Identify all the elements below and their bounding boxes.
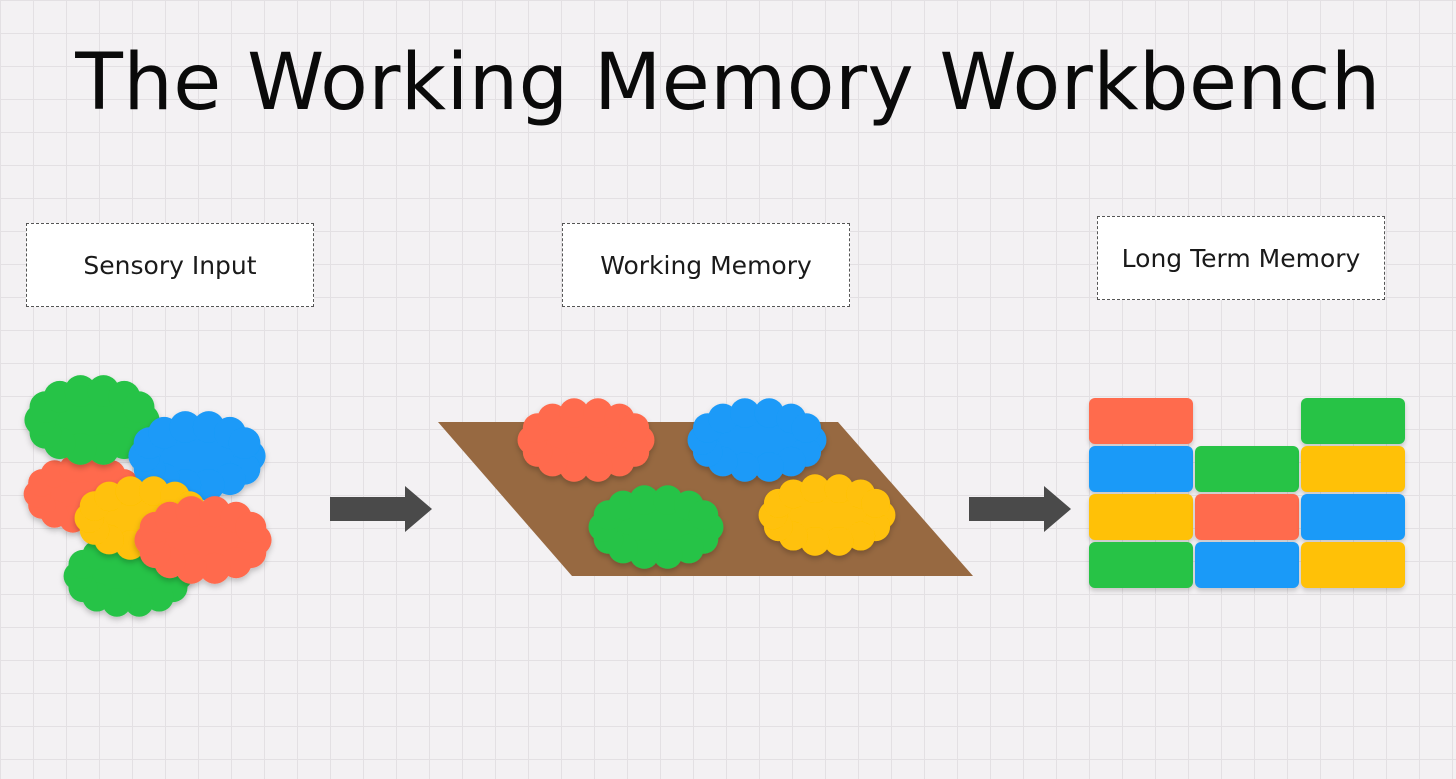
orange-cloud [517, 398, 655, 482]
yellow-cloud [758, 474, 896, 556]
working-memory-text: Working Memory [600, 250, 812, 280]
long-term-memory-text: Long Term Memory [1121, 243, 1361, 273]
blue-memory-block [1089, 446, 1193, 492]
blue-memory-block [1301, 494, 1405, 540]
orange-cloud [23, 455, 143, 533]
long-term-memory-label: Long Term Memory [1097, 216, 1385, 300]
orange-cloud [134, 496, 272, 584]
sensory-input-label: Sensory Input [26, 223, 314, 307]
yellow-memory-block [1089, 494, 1193, 540]
green-memory-block [1089, 542, 1193, 588]
arrow-right-icon [330, 486, 432, 532]
workbench-surface [438, 422, 973, 576]
blue-cloud [128, 411, 266, 501]
working-memory-label: Working Memory [562, 223, 850, 307]
yellow-cloud [74, 476, 210, 560]
workbench-clouds [517, 398, 896, 569]
yellow-memory-block [1301, 542, 1405, 588]
green-cloud [63, 535, 193, 617]
diagram-title: The Working Memory Workbench [75, 38, 1381, 128]
blue-cloud [687, 398, 827, 482]
orange-memory-block [1089, 398, 1193, 444]
orange-memory-block [1195, 494, 1299, 540]
sensory-cloud-heap [23, 375, 272, 617]
green-memory-block [1301, 398, 1405, 444]
green-cloud [588, 485, 724, 569]
green-cloud [24, 375, 160, 465]
green-memory-block [1195, 446, 1299, 492]
blue-memory-block [1195, 542, 1299, 588]
arrow-right-icon [969, 486, 1071, 532]
yellow-memory-block [1301, 446, 1405, 492]
sensory-input-text: Sensory Input [83, 250, 257, 280]
